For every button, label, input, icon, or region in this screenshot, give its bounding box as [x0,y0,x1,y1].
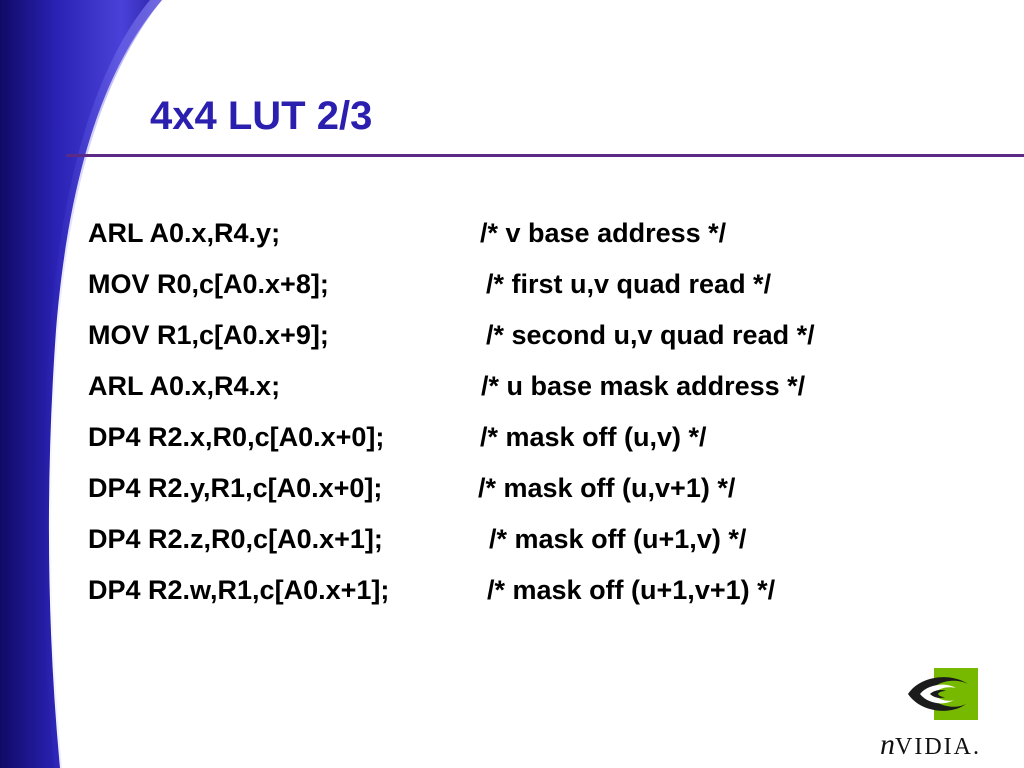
code-comment: /* mask off (u+1,v) */ [489,524,747,554]
code-instruction: DP4 R2.w,R1,c[A0.x+1]; [88,575,390,605]
code-comment: /* mask off (u,v) */ [480,422,707,452]
nvidia-wordmark-initial: n [880,728,895,761]
nvidia-eye-icon [908,668,978,720]
code-instruction: ARL A0.x,R4.x; [88,371,281,401]
code-comment: /* mask off (u+1,v+1) */ [487,575,776,605]
code-comment: /* u base mask address */ [481,371,806,401]
nvidia-logo: nVIDIA. [880,668,1010,762]
code-comment: /* v base address */ [480,218,727,248]
code-instruction: DP4 R2.z,R0,c[A0.x+1]; [88,524,383,554]
code-comment: /* second u,v quad read */ [486,320,815,350]
blue-swoosh-highlight [42,0,162,768]
code-comment: /* first u,v quad read */ [486,269,772,299]
code-instruction: DP4 R2.x,R0,c[A0.x+0]; [88,422,385,452]
nvidia-wordmark: nVIDIA. [880,728,981,762]
code-instruction: DP4 R2.y,R1,c[A0.x+0]; [88,473,383,503]
slide-title: 4x4 LUT 2/3 [150,94,373,138]
title-divider [66,154,1024,157]
code-instruction: MOV R0,c[A0.x+8]; [88,269,329,299]
code-instruction: ARL A0.x,R4.y; [88,218,281,248]
code-comment: /* mask off (u,v+1) */ [478,473,736,503]
nvidia-wordmark-rest: VIDIA. [895,734,981,760]
code-instruction: MOV R1,c[A0.x+9]; [88,320,329,350]
blue-swoosh [0,0,162,768]
